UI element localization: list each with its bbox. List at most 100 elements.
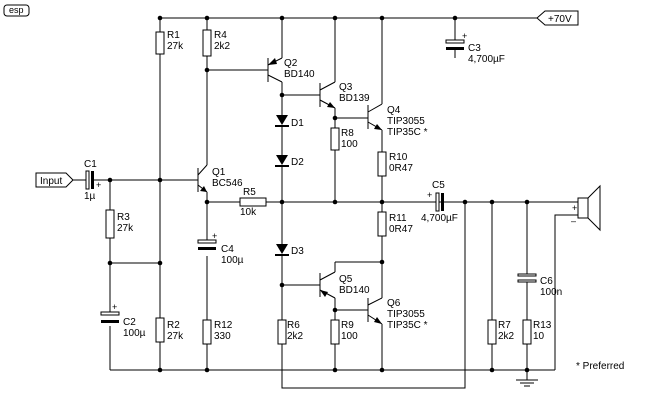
svg-text:BD139: BD139	[339, 93, 370, 104]
resistor-r3: R3 27k	[105, 209, 134, 239]
capacitor-c6: C6 100n	[517, 273, 562, 298]
svg-text:1µ: 1µ	[84, 191, 96, 202]
svg-text:TIP3055: TIP3055	[387, 116, 425, 127]
resistor-r13: R13 10	[522, 319, 552, 345]
svg-text:C3: C3	[468, 43, 481, 54]
resistor-r8: R8 100	[330, 127, 358, 151]
resistor-r7: R7 2k2	[487, 319, 515, 345]
svg-text:R3: R3	[117, 212, 130, 223]
svg-text:C2: C2	[123, 317, 136, 328]
svg-text:R13: R13	[533, 320, 552, 331]
svg-text:TIP35C *: TIP35C *	[387, 320, 428, 331]
svg-text:4,700µF: 4,700µF	[468, 54, 505, 65]
svg-text:Input: Input	[40, 176, 62, 187]
svg-text:R8: R8	[341, 128, 354, 139]
junction-dots	[107, 15, 530, 373]
speaker-icon: + –	[571, 184, 601, 232]
svg-text:R12: R12	[214, 320, 233, 331]
svg-text:+70V: +70V	[548, 14, 572, 25]
svg-text:Q6: Q6	[387, 298, 401, 309]
svg-text:R10: R10	[389, 152, 408, 163]
transistor-q5: Q5 BD140	[319, 271, 370, 299]
input-tag: Input	[35, 172, 74, 188]
svg-text:4,700µF: 4,700µF	[421, 213, 458, 224]
capacitor-c1: C1 + 1µ	[84, 159, 101, 202]
capacitor-c4: + C4 100µ	[197, 231, 244, 266]
svg-text:C6: C6	[540, 276, 553, 287]
svg-text:100µ: 100µ	[123, 328, 146, 339]
svg-text:BC546: BC546	[212, 178, 243, 189]
svg-text:27k: 27k	[117, 223, 134, 234]
svg-text:+: +	[427, 190, 432, 200]
svg-text:BD140: BD140	[339, 285, 370, 296]
svg-text:Q5: Q5	[339, 274, 353, 285]
transistor-q6: Q6 TIP3055 TIP35C *	[367, 297, 428, 331]
svg-text:330: 330	[214, 331, 231, 342]
resistor-r2: R2 27k	[155, 317, 184, 343]
diode-d2: D2	[275, 155, 304, 168]
transistor-q3: Q3 BD139	[319, 81, 370, 109]
rail-tag-70v: +70V	[536, 10, 579, 26]
svg-text:100: 100	[341, 331, 358, 342]
capacitor-c5: C5 + 4,700µF	[421, 180, 458, 224]
resistor-r5: R5 10k	[239, 187, 267, 218]
svg-text:R6: R6	[287, 320, 300, 331]
svg-text:27k: 27k	[167, 331, 184, 342]
ground-icon	[516, 379, 538, 387]
capacitor-c2: + C2 100µ	[100, 302, 146, 339]
svg-text:Q1: Q1	[212, 167, 226, 178]
svg-text:+: +	[96, 180, 101, 190]
resistor-r9: R9 100	[330, 319, 358, 345]
svg-text:R4: R4	[214, 30, 227, 41]
svg-text:Q3: Q3	[339, 82, 353, 93]
svg-text:TIP35C *: TIP35C *	[387, 127, 428, 138]
resistor-r6: R6 2k2	[277, 319, 304, 345]
svg-text:2k2: 2k2	[498, 331, 515, 342]
svg-text:R2: R2	[167, 320, 180, 331]
svg-text:–: –	[571, 216, 576, 226]
svg-text:2k2: 2k2	[287, 331, 304, 342]
svg-text:0R47: 0R47	[389, 163, 413, 174]
svg-text:10k: 10k	[240, 207, 257, 218]
esp-logo: esp	[3, 4, 30, 17]
resistor-r10: R10 0R47	[377, 151, 413, 177]
resistor-r11: R11 0R47	[377, 211, 413, 237]
svg-text:100n: 100n	[540, 287, 562, 298]
svg-text:R1: R1	[167, 30, 180, 41]
svg-text:+: +	[112, 302, 117, 312]
svg-text:esp: esp	[9, 5, 24, 15]
svg-text:C5: C5	[432, 180, 445, 191]
svg-text:10: 10	[533, 331, 545, 342]
svg-text:D2: D2	[291, 157, 304, 168]
svg-text:BD140: BD140	[284, 69, 315, 80]
svg-text:100µ: 100µ	[221, 255, 244, 266]
svg-text:Q4: Q4	[387, 105, 401, 116]
svg-text:C1: C1	[84, 159, 97, 170]
resistor-r12: R12 330	[202, 319, 233, 345]
resistor-r4: R4 2k2	[202, 29, 231, 57]
svg-text:R7: R7	[498, 320, 511, 331]
svg-text:TIP3055: TIP3055	[387, 309, 425, 320]
svg-text:100: 100	[341, 139, 358, 150]
svg-text:+: +	[462, 31, 467, 41]
svg-text:R5: R5	[243, 187, 256, 198]
svg-text:D1: D1	[291, 118, 304, 129]
capacitor-c3: + C3 4,700µF	[445, 31, 505, 65]
svg-text:+: +	[212, 231, 217, 241]
preferred-note: * Preferred	[576, 361, 624, 372]
svg-text:27k: 27k	[167, 41, 184, 52]
transistor-q4: Q4 TIP3055 TIP35C *	[367, 103, 428, 138]
svg-text:+: +	[572, 203, 577, 213]
svg-text:C4: C4	[221, 244, 234, 255]
transistor-q1: Q1 BC546	[197, 164, 243, 193]
transistor-q2: Q2 BD140	[267, 57, 315, 83]
svg-text:0R47: 0R47	[389, 224, 413, 235]
svg-text:R9: R9	[341, 320, 354, 331]
svg-text:R11: R11	[389, 213, 407, 224]
svg-text:D3: D3	[291, 246, 304, 257]
svg-text:Q2: Q2	[284, 58, 298, 69]
diode-d1: D1	[275, 115, 304, 129]
resistor-r1: R1 27k	[155, 30, 184, 55]
svg-text:2k2: 2k2	[214, 41, 231, 52]
